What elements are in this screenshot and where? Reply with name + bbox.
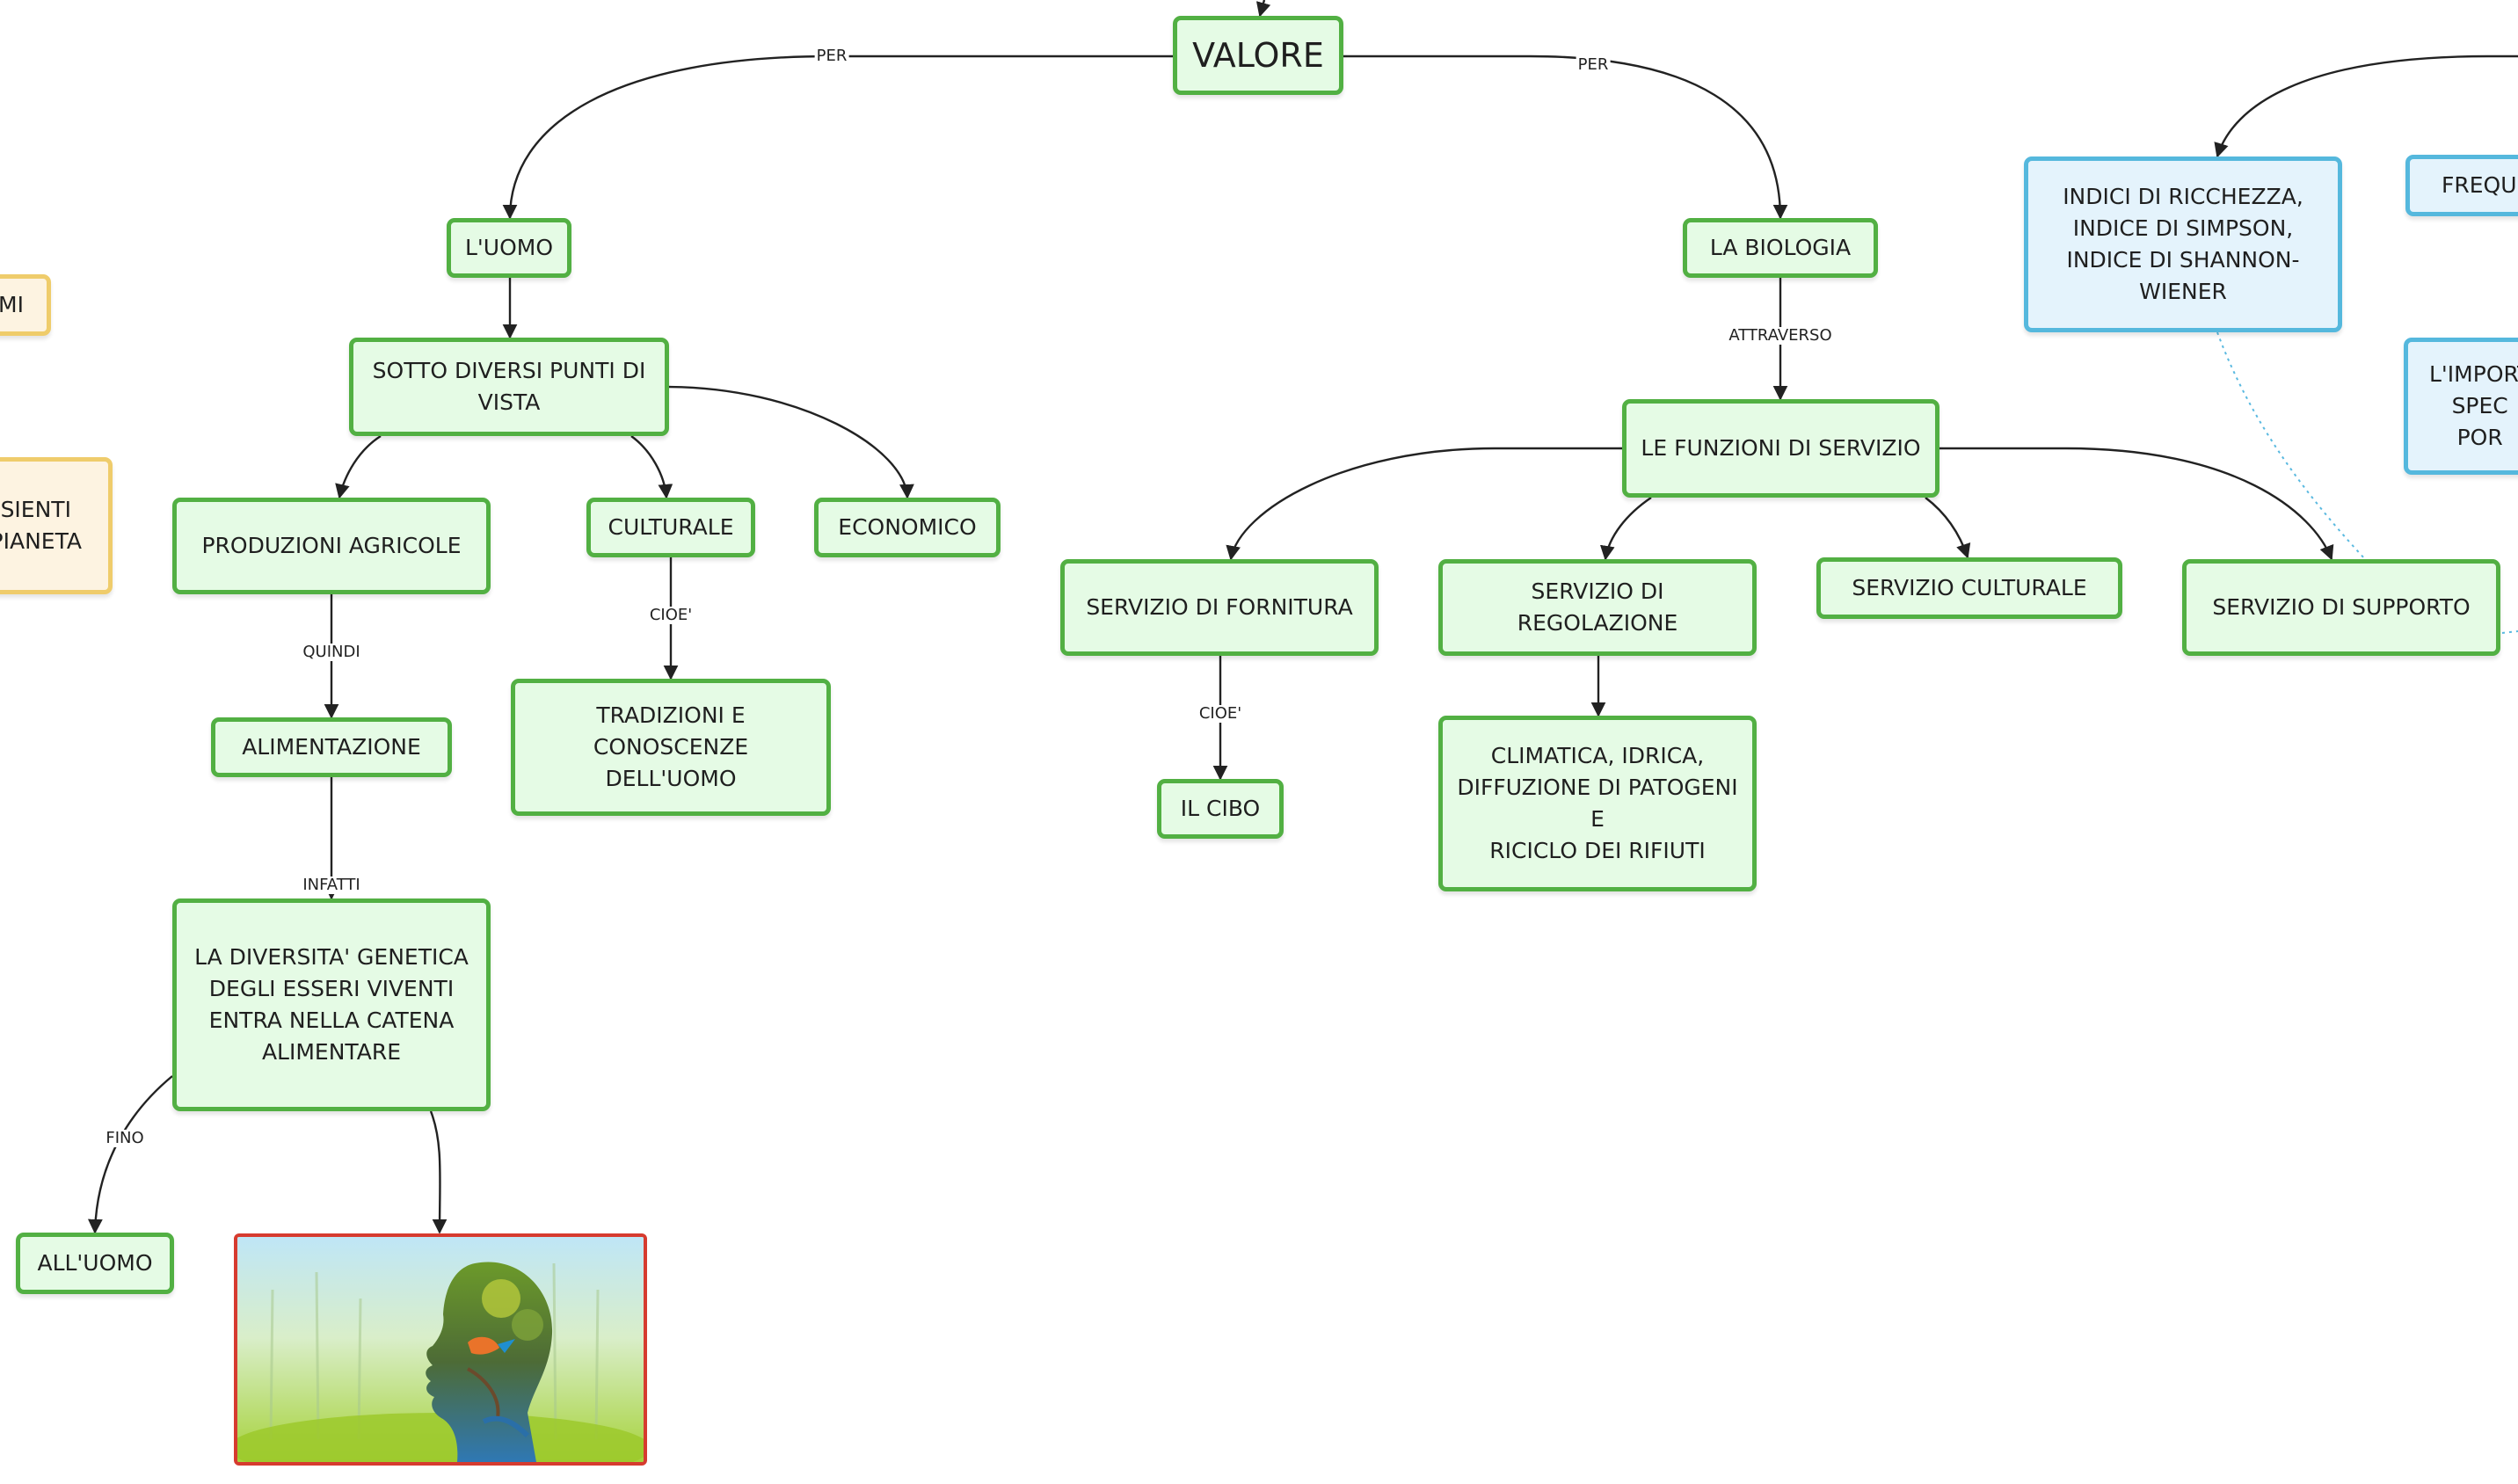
edge-label-quindi: QUINDI	[301, 643, 362, 661]
node-frequ-partial[interactable]: FREQU	[2405, 155, 2518, 216]
node-indici-di-ricchezza[interactable]: INDICI DI RICCHEZZA, INDICE DI SIMPSON, …	[2024, 156, 2342, 332]
node-valore[interactable]: VALORE	[1173, 16, 1343, 95]
node-climatica-idrica[interactable]: CLIMATICA, IDRICA, DIFFUZIONE DI PATOGEN…	[1438, 716, 1757, 891]
edge-funzioni-fornitura	[1226, 447, 1622, 561]
node-diversita-genetica[interactable]: LA DIVERSITA' GENETICA DEGLI ESSERI VIVE…	[172, 898, 491, 1111]
node-servizio-di-supporto[interactable]: SERVIZIO DI SUPPORTO	[2182, 559, 2500, 656]
node-servizio-di-fornitura[interactable]: SERVIZIO DI FORNITURA	[1060, 559, 1379, 656]
nature-human-silhouette-photo[interactable]	[234, 1233, 647, 1466]
edge-diversita-photo	[429, 1110, 448, 1234]
edge-sotto-culturale	[630, 435, 673, 499]
edge-top-incoming	[1255, 0, 1271, 18]
edge-dotted-indici-supporto	[2216, 331, 2366, 560]
edge-label-per-left: PER	[814, 47, 849, 65]
edge-label-per-right: PER	[1576, 55, 1611, 74]
node-luomo[interactable]: L'UOMO	[447, 218, 571, 278]
node-importanza-partial[interactable]: L'IMPORT SPEC POR	[2404, 338, 2518, 475]
node-sotto-diversi-punti-di-vista[interactable]: SOTTO DIVERSI PUNTI DI VISTA	[349, 338, 669, 436]
node-tradizioni-e-conoscenze[interactable]: TRADIZIONI E CONOSCENZE DELL'UOMO	[511, 679, 831, 816]
edge-valore-luomo	[502, 55, 1173, 220]
edge-funzioni-supporto	[1939, 447, 2334, 561]
edge-top-right-indici	[2214, 55, 2518, 158]
nature-photo-icon	[237, 1237, 644, 1462]
node-economico[interactable]: ECONOMICO	[814, 498, 1001, 557]
edge-label-infatti: INFATTI	[301, 876, 362, 894]
edge-valore-biologia	[1343, 55, 1788, 220]
node-la-biologia[interactable]: LA BIOLOGIA	[1683, 218, 1878, 278]
edge-dotted-supporto-right	[2501, 630, 2518, 634]
edge-sotto-economico	[666, 385, 914, 499]
edge-funzioni-servculturale	[1925, 497, 1971, 559]
node-il-cibo[interactable]: IL CIBO	[1157, 779, 1284, 839]
node-culturale[interactable]: CULTURALE	[586, 498, 755, 557]
edge-diversita-alluomo	[87, 1075, 173, 1234]
node-alimentazione[interactable]: ALIMENTAZIONE	[211, 717, 452, 777]
node-funzioni-di-servizio[interactable]: LE FUNZIONI DI SERVIZIO	[1622, 399, 1939, 498]
edge-funzioni-regolazione	[1600, 497, 1652, 561]
node-sienti-pianeta-partial[interactable]: SIENTI PIANETA	[0, 457, 113, 594]
edge-label-attraverso: ATTRAVERSO	[1727, 326, 1834, 345]
node-servizio-di-regolazione[interactable]: SERVIZIO DI REGOLAZIONE	[1438, 559, 1757, 656]
node-servizio-culturale[interactable]: SERVIZIO CULTURALE	[1816, 557, 2122, 619]
edge-label-fino: FINO	[104, 1129, 146, 1147]
edge-label-cioe-fornitura: CIOE'	[1197, 704, 1244, 723]
edge-sotto-produzioni	[335, 434, 382, 499]
node-produzioni-agricole[interactable]: PRODUZIONI AGRICOLE	[172, 498, 491, 594]
edge-label-cioe-culturale: CIOE'	[647, 606, 695, 624]
node-all-uomo[interactable]: ALL'UOMO	[16, 1233, 174, 1294]
node-mi-partial[interactable]: MI	[0, 274, 51, 336]
